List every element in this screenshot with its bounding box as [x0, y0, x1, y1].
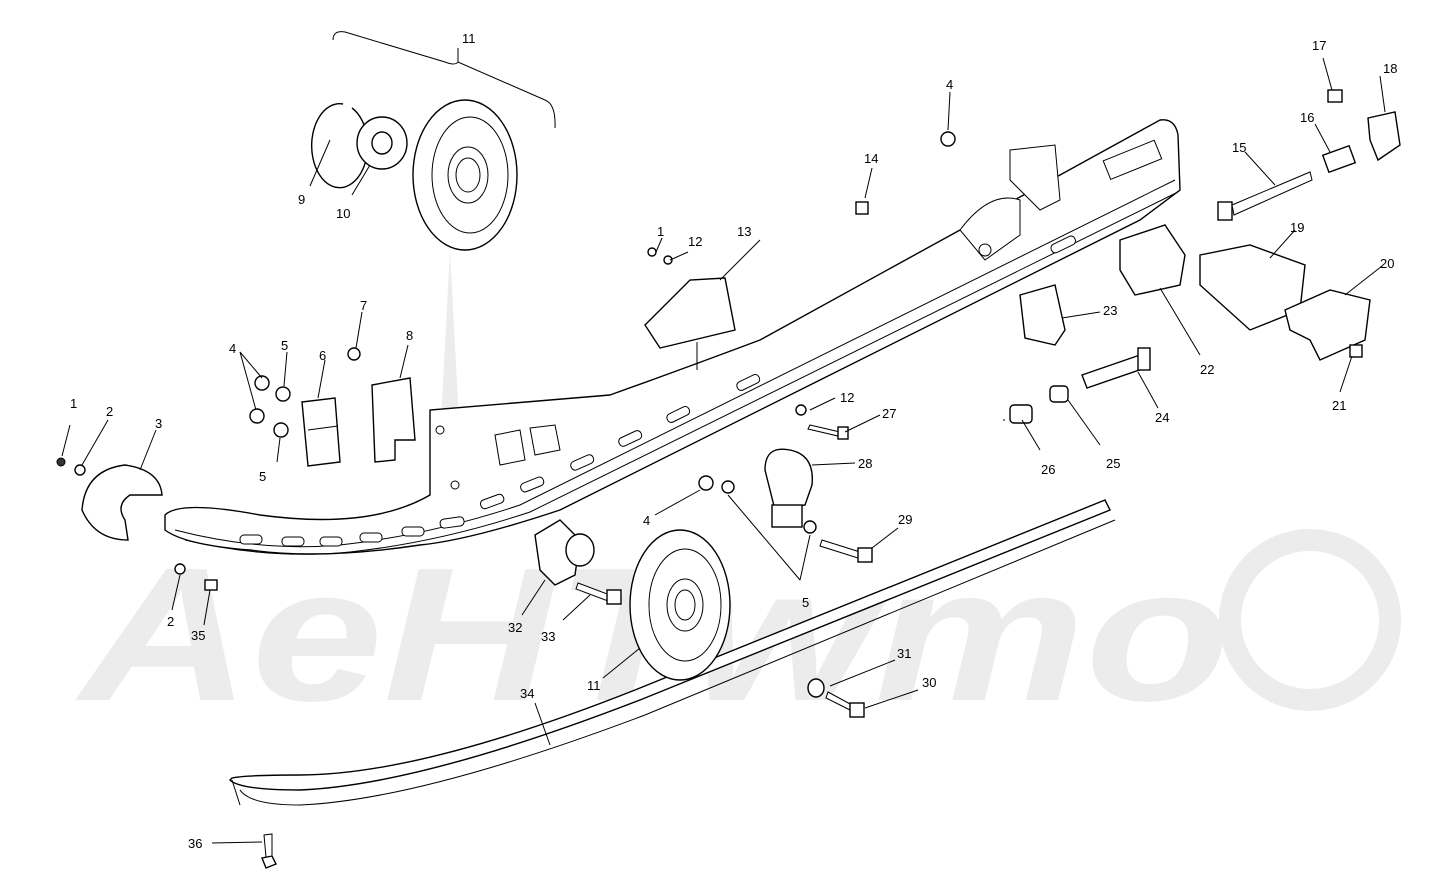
label-10: 10	[336, 206, 350, 221]
label-12-top: 12	[688, 234, 702, 249]
bolt-33	[575, 582, 622, 605]
label-36: 36	[188, 836, 202, 851]
plate-20	[1284, 289, 1371, 361]
label-28: 28	[858, 456, 872, 471]
label-4-mid: 4	[643, 513, 650, 528]
part-labels: 11 9 10 4 14 17 18 16 15 1 12 13 19 20 7…	[70, 31, 1397, 851]
rail-cutout-4	[1009, 144, 1061, 211]
label-21: 21	[1332, 398, 1346, 413]
bushing-26	[1009, 404, 1033, 424]
label-5-mid: 5	[802, 595, 809, 610]
label-14: 14	[864, 151, 878, 166]
idler-wheel-11-bottom	[629, 529, 731, 681]
small-fasteners	[56, 131, 956, 869]
label-30: 30	[922, 675, 936, 690]
label-22: 22	[1200, 362, 1214, 377]
label-12-mid: 12	[840, 390, 854, 405]
label-16: 16	[1300, 110, 1314, 125]
block-22	[1119, 224, 1186, 296]
rail-slots	[239, 235, 1077, 547]
rail-cutout-3	[959, 197, 1021, 261]
label-31: 31	[897, 646, 911, 661]
bolt-21	[1349, 344, 1363, 358]
bolt-30-washer-31	[807, 678, 865, 718]
label-11-top: 11	[462, 31, 476, 46]
rail-cutout-1	[494, 429, 526, 466]
label-23: 23	[1103, 303, 1117, 318]
pin-24	[1081, 347, 1151, 389]
label-24: 24	[1155, 410, 1169, 425]
label-27: 27	[882, 406, 896, 421]
label-25: 25	[1106, 456, 1120, 471]
label-13: 13	[737, 224, 751, 239]
bolt-29	[819, 539, 873, 563]
nut-17	[1327, 89, 1343, 103]
label-17: 17	[1312, 38, 1326, 53]
label-26: 26	[1041, 462, 1055, 477]
bolt-27	[807, 424, 849, 440]
plate-8	[371, 377, 416, 463]
bolt-15	[1217, 171, 1313, 221]
clamp-28	[764, 448, 814, 528]
leader-lines	[61, 48, 1386, 844]
watermark-spire	[440, 250, 460, 440]
slide-runner-34	[229, 499, 1116, 806]
label-7: 7	[360, 298, 367, 313]
label-5-left-bottom: 5	[259, 469, 266, 484]
bracket-18	[1367, 111, 1401, 162]
idler-wheel-11-top	[412, 99, 518, 251]
bracket-11	[332, 31, 556, 129]
label-19: 19	[1290, 220, 1304, 235]
block-23	[1019, 284, 1066, 346]
label-9: 9	[298, 192, 305, 207]
front-cap-3	[81, 464, 163, 541]
nut-16	[1321, 144, 1357, 174]
slide-rail-frame	[164, 119, 1181, 555]
label-1-top: 1	[657, 224, 664, 239]
label-34: 34	[520, 686, 534, 701]
rail-slot-top	[1102, 139, 1163, 181]
bearing-10	[356, 116, 408, 170]
watermark-wheel	[1219, 529, 1401, 711]
label-4-top: 4	[946, 77, 953, 92]
label-6: 6	[319, 348, 326, 363]
label-35: 35	[191, 628, 205, 643]
bracket-32	[534, 519, 595, 586]
label-2-left: 2	[106, 404, 113, 419]
label-15: 15	[1232, 140, 1246, 155]
label-29: 29	[898, 512, 912, 527]
label-2-bottom: 2	[167, 614, 174, 629]
label-33: 33	[541, 629, 555, 644]
label-4-left: 4	[229, 341, 236, 356]
block-13	[644, 277, 736, 349]
block-6	[301, 397, 341, 467]
label-5-left-top: 5	[281, 338, 288, 353]
label-1-left: 1	[70, 396, 77, 411]
label-11-bottom: 11	[587, 678, 601, 693]
label-18: 18	[1383, 61, 1397, 76]
label-3: 3	[155, 416, 162, 431]
spacer-25	[1049, 385, 1069, 403]
rail-cutout-2	[529, 424, 561, 456]
label-32: 32	[508, 620, 522, 635]
label-8: 8	[406, 328, 413, 343]
label-20: 20	[1380, 256, 1394, 271]
